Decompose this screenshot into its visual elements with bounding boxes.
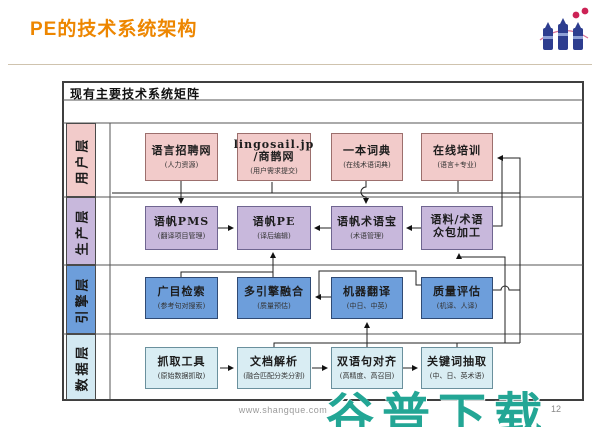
box-machine-translation: 机器翻译 (中日、中英): [331, 277, 403, 319]
box-yufan-pms: 语帆PMS (翻译项目管理): [145, 206, 218, 250]
box-online-training: 在线培训 (语言+专业): [421, 133, 493, 181]
box-guangmu-search: 广目检索 (参考句对搜索): [145, 277, 218, 319]
box-multi-engine-fusion: 多引擎融合 (质量预估): [237, 277, 311, 319]
layer-label-data: 数据层: [66, 334, 96, 400]
box-lingosail: lingosail.jp /商鹊网 (用户需求提交): [234, 133, 313, 181]
watermark: 谷普下载: [326, 390, 551, 427]
page-title: PE的技术系统架构: [30, 19, 198, 40]
box-crawler-tool: 抓取工具 (原始数据抓取): [145, 347, 218, 389]
box-bilingual-alignment: 双语句对齐 (高精度、高召回): [331, 347, 403, 389]
box-yufan-pe: 语帆PE (译后编辑): [237, 206, 311, 250]
box-online-dictionary: 一本词典 (在线术语词典): [331, 133, 403, 181]
box-quality-evaluation: 质量评估 (机译、人译): [421, 277, 493, 319]
layer-label-user: 用户层: [66, 123, 96, 197]
header-divider: [8, 64, 592, 65]
box-keyword-extraction: 关键词抽取 (中、日、英术语): [421, 347, 493, 389]
company-logo-icon: [539, 7, 589, 50]
footer-url: www.shangque.com: [238, 405, 328, 415]
diagram-title: 现有主要技术系统矩阵: [70, 87, 201, 101]
layer-label-production: 生产层: [66, 197, 96, 265]
box-language-recruitment: 语言招聘网 (人力资源): [145, 133, 218, 181]
box-document-parsing: 文档解析 (融合匹配分类分割): [237, 347, 311, 389]
diagram-frame: [62, 81, 584, 401]
page-number: 12: [551, 404, 562, 414]
layer-label-engine: 引擎层: [66, 265, 96, 334]
box-crowdsourcing: 语料/术语 众包加工: [421, 206, 493, 250]
box-term-treasure: 语帆术语宝 (术语管理): [331, 206, 403, 250]
